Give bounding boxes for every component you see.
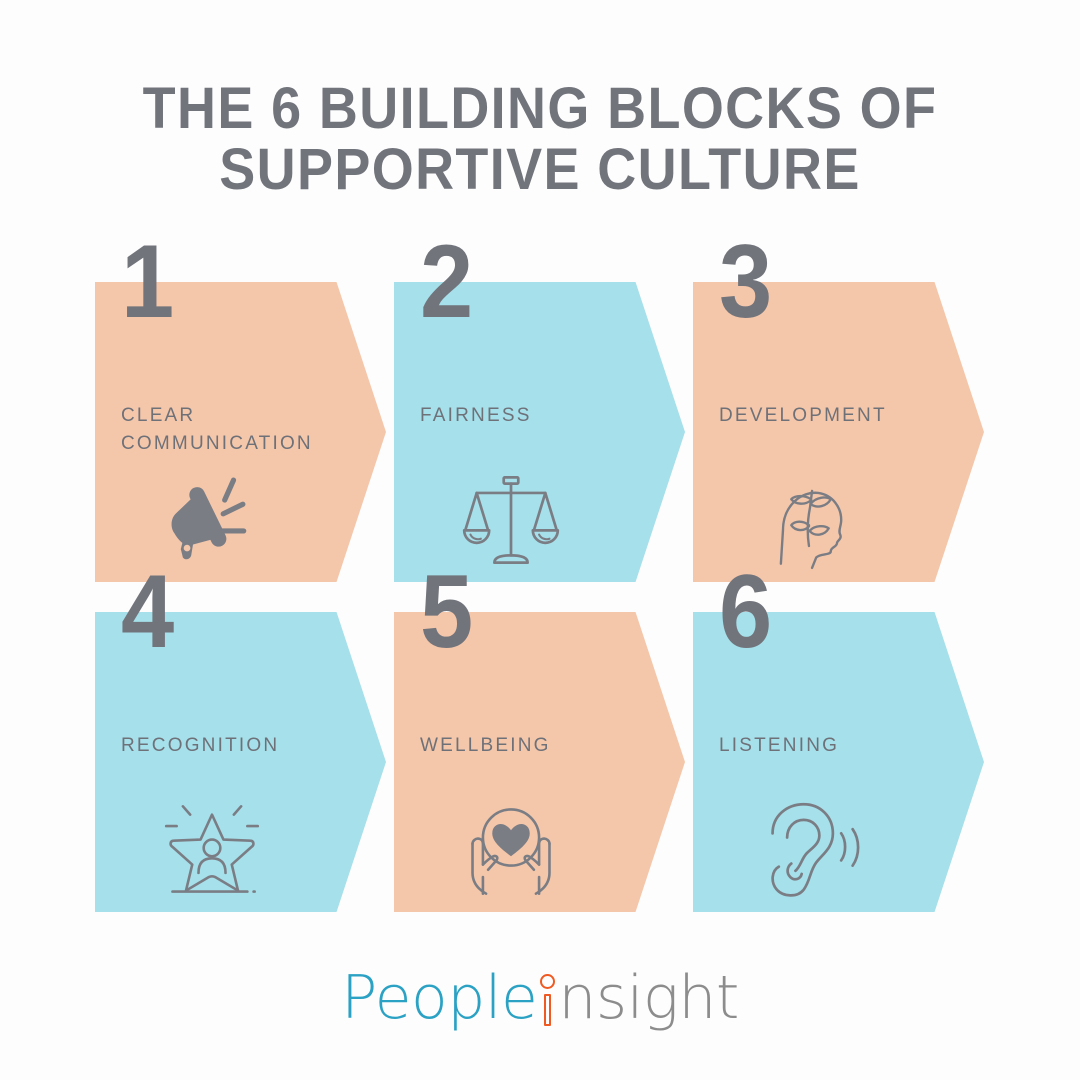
chevron-shape-2 — [394, 282, 685, 582]
chevron-shape-6 — [693, 612, 984, 912]
building-blocks-grid: 1 CLEAR COMMUNICATION — [95, 230, 995, 912]
logo-i-stem — [544, 994, 552, 1026]
building-block-5[interactable]: 5 WELLBEING — [394, 560, 685, 912]
building-block-2[interactable]: 2 FAIRNESS — [394, 230, 685, 582]
chevron-shape-4 — [95, 612, 386, 912]
block-number-1: 1 — [121, 224, 174, 340]
logo-people-text: People — [341, 963, 538, 1033]
block-label-6: LISTENING — [719, 735, 840, 756]
block-label-4: RECOGNITION — [121, 735, 280, 756]
building-block-3[interactable]: 3 DEVELOPMENT — [693, 230, 984, 582]
block-label-2: FAIRNESS — [420, 405, 532, 426]
block-number-6: 6 — [719, 554, 772, 670]
balance-scales-icon — [456, 468, 566, 572]
megaphone-icon — [157, 468, 267, 572]
block-number-4: 4 — [121, 554, 174, 670]
page-title-container: THE 6 BUILDING BLOCKS OF SUPPORTIVE CULT… — [0, 78, 1080, 201]
block-label-1: CLEAR COMMUNICATION — [121, 405, 313, 454]
star-with-person-icon — [157, 798, 267, 902]
block-number-5: 5 — [420, 554, 473, 670]
building-block-6[interactable]: 6 LISTENING — [693, 560, 984, 912]
building-block-1[interactable]: 1 CLEAR COMMUNICATION — [95, 230, 386, 582]
hands-holding-heart-icon — [456, 798, 566, 902]
building-block-4[interactable]: 4 RECOGNITION — [95, 560, 386, 912]
block-number-2: 2 — [420, 224, 473, 340]
logo-i-dot — [540, 974, 556, 989]
block-label-3: DEVELOPMENT — [719, 405, 887, 426]
block-number-3: 3 — [719, 224, 772, 340]
page-title: THE 6 BUILDING BLOCKS OF SUPPORTIVE CULT… — [142, 76, 938, 203]
logo-nsight-text: nsight — [558, 963, 739, 1033]
ear-listening-icon — [755, 798, 865, 902]
logo-i-mark — [537, 968, 558, 1028]
block-label-5: WELLBEING — [420, 735, 551, 756]
head-with-plant-icon — [755, 468, 865, 572]
